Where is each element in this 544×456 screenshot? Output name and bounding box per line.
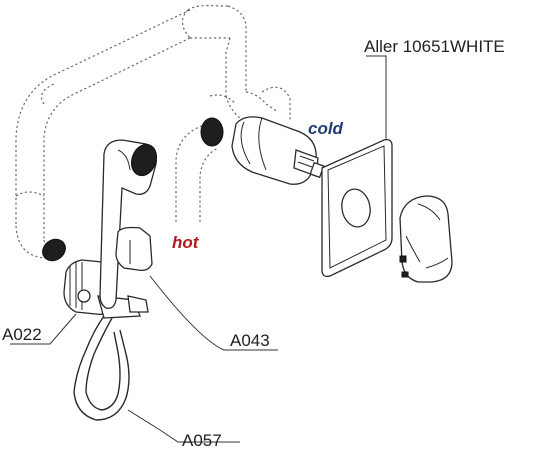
- mixer-valve-body: [231, 116, 325, 185]
- shower-head-face-icon: [130, 143, 158, 177]
- hot-inlet-opening-icon: [200, 117, 224, 147]
- part-a043-label: A043: [230, 331, 270, 350]
- shower-head-and-holder: [99, 139, 158, 313]
- leader-lines: [10, 55, 387, 443]
- hot-label: hot: [172, 233, 200, 252]
- lever-handle: [399, 195, 453, 283]
- part-a057-label: A057: [182, 431, 222, 450]
- cold-label: cold: [308, 119, 344, 138]
- model-label: Aller 10651WHITE: [364, 37, 505, 56]
- part-a022-label: A022: [2, 325, 42, 344]
- cover-plate: [321, 138, 393, 278]
- shower-hose: [73, 315, 130, 421]
- concealed-pipes: [15, 4, 291, 259]
- outlet-opening-icon: [42, 238, 66, 262]
- cover-plate-hole: [341, 188, 371, 228]
